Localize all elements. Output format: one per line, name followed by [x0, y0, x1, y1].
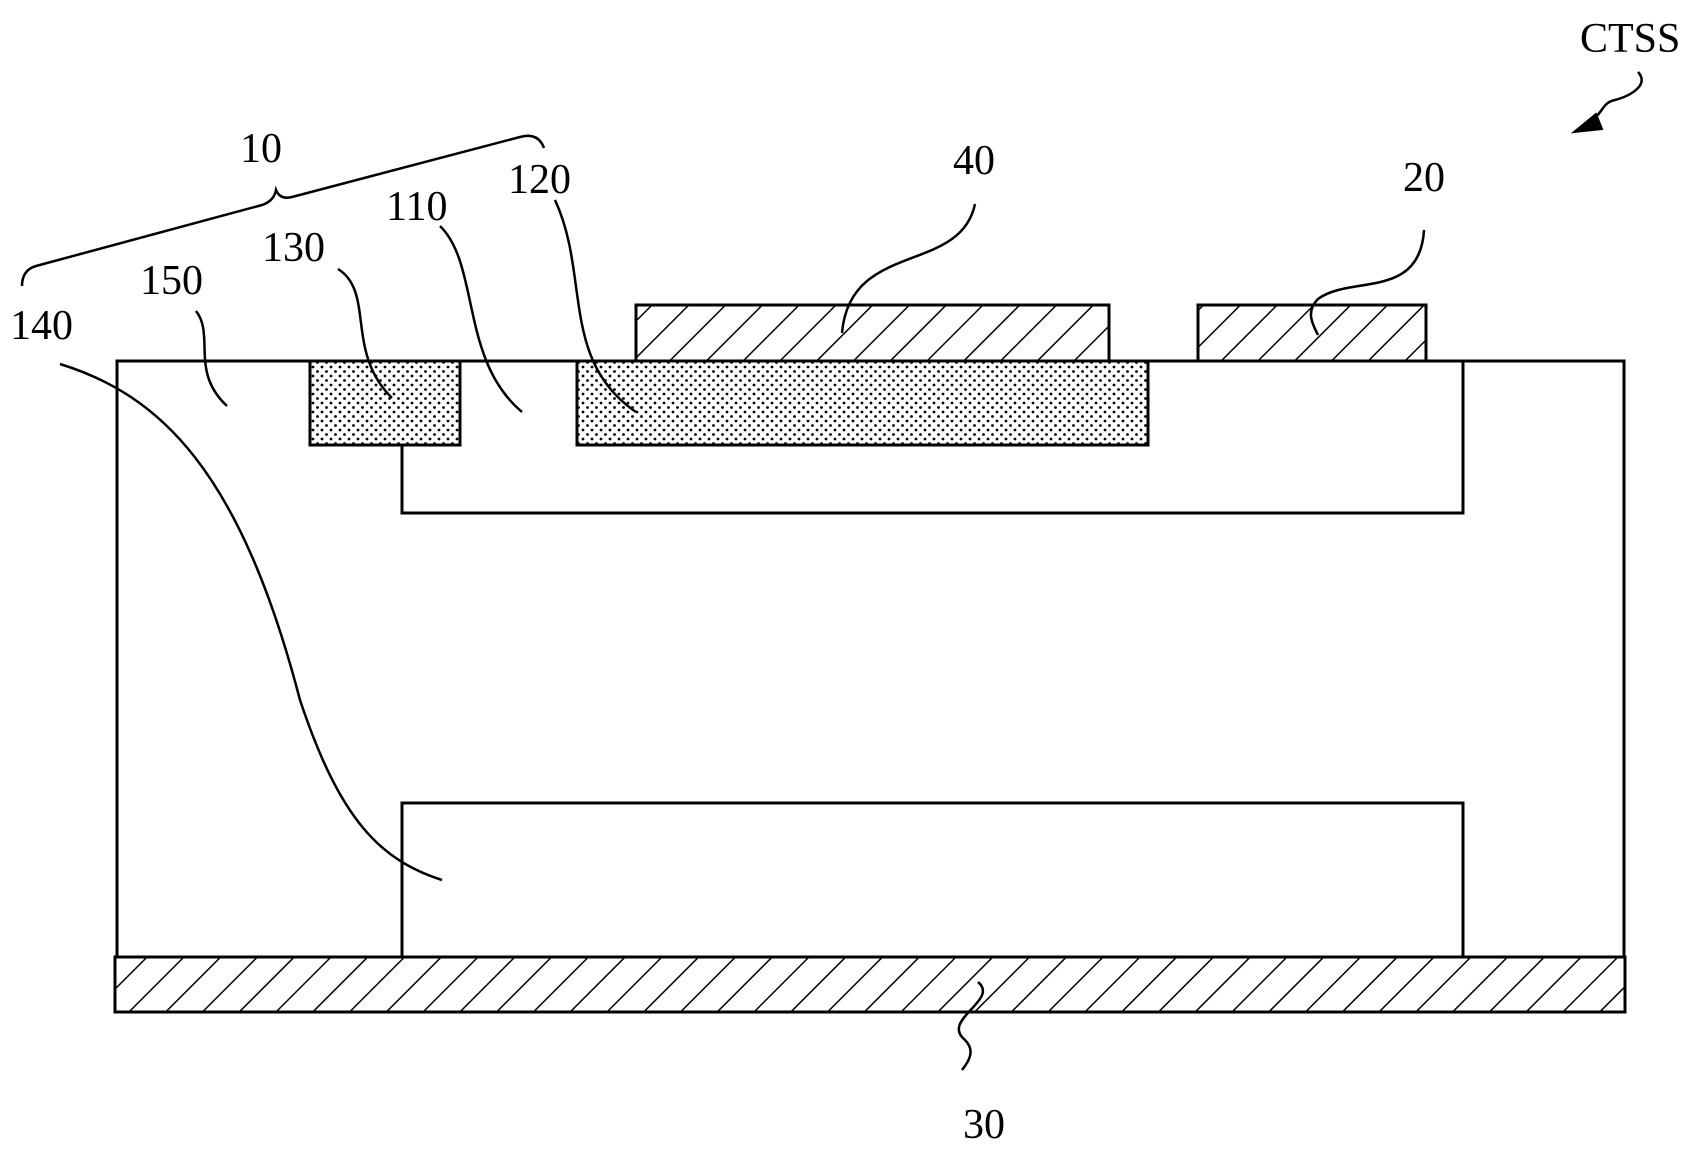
label-40: 40 — [953, 138, 995, 184]
label-120: 120 — [508, 157, 571, 203]
label-20: 20 — [1403, 155, 1445, 201]
hatched-electrode-40 — [636, 305, 1109, 361]
dotted-region-130 — [310, 361, 460, 445]
label-110: 110 — [386, 184, 447, 230]
label-140: 140 — [10, 303, 73, 349]
hatched-electrode-30 — [115, 957, 1625, 1012]
label-150: 150 — [140, 258, 203, 304]
label-10: 10 — [240, 126, 282, 172]
ctss-arrowhead-icon — [1574, 114, 1602, 132]
dotted-region-120 — [577, 361, 1148, 445]
label-30: 30 — [963, 1102, 1005, 1148]
lower-buried-region — [402, 803, 1463, 957]
label-130: 130 — [262, 225, 325, 271]
label-ctss: CTSS — [1580, 16, 1680, 62]
